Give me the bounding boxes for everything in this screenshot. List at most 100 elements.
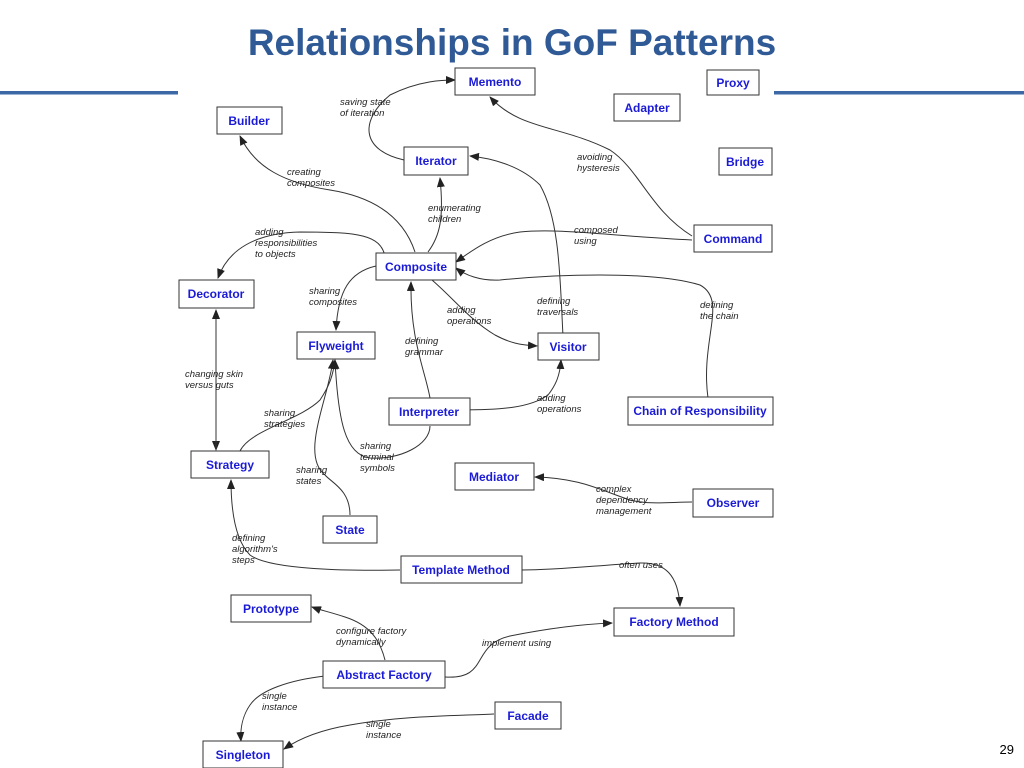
- node-singleton: Singleton: [202, 740, 284, 768]
- label-implement-using: implement using: [482, 638, 552, 649]
- node-facade: Facade: [494, 701, 562, 730]
- svg-text:Observer: Observer: [707, 496, 760, 510]
- edge-command-memento: [489, 96, 693, 237]
- node-composite: Composite: [375, 252, 457, 281]
- node-adapter: Adapter: [613, 93, 681, 122]
- node-prototype: Prototype: [230, 594, 312, 623]
- svg-text:Facade: Facade: [507, 709, 549, 723]
- node-builder: Builder: [216, 106, 283, 135]
- svg-text:Chain of Responsibility: Chain of Responsibility: [633, 404, 767, 418]
- edge-composite-builder: [239, 135, 416, 253]
- edge-strategy-flyweight: [239, 359, 338, 452]
- page-title: Relationships in GoF Patterns: [247, 22, 777, 63]
- edge-abstract-factory-method: [444, 619, 613, 678]
- node-template-method: Template Method: [400, 555, 523, 584]
- edge-composite-visitor: [431, 279, 538, 350]
- edge-composite-iterator: [427, 177, 445, 253]
- node-iterator: Iterator: [403, 146, 469, 176]
- svg-text:Singleton: Singleton: [216, 748, 271, 762]
- node-flyweight: Flyweight: [296, 331, 376, 360]
- node-interpreter: Interpreter: [388, 397, 471, 426]
- node-memento: Memento: [454, 67, 536, 96]
- node-proxy: Proxy: [706, 69, 760, 96]
- edge-composite-flyweight: [332, 265, 377, 331]
- edge-chain-composite: [455, 267, 714, 399]
- svg-text:Mediator: Mediator: [469, 470, 519, 484]
- edge-interpreter-composite: [406, 281, 431, 399]
- node-strategy: Strategy: [190, 450, 270, 479]
- svg-text:Iterator: Iterator: [415, 154, 457, 168]
- edge-interpreter-flyweight: [331, 359, 431, 459]
- svg-text:Interpreter: Interpreter: [399, 405, 459, 419]
- edges: [212, 76, 714, 750]
- label-often-uses: often uses: [619, 560, 663, 571]
- svg-text:Memento: Memento: [469, 75, 522, 89]
- svg-text:State: State: [335, 523, 365, 537]
- pattern-nodes: Memento Proxy Adapter Builder Iterator B…: [178, 67, 774, 768]
- node-chain-of-responsibility: Chain of Responsibility: [627, 396, 774, 426]
- node-decorator: Decorator: [178, 279, 255, 309]
- title-rule-right: [774, 91, 1024, 95]
- svg-text:Command: Command: [704, 232, 763, 246]
- node-factory-method: Factory Method: [613, 607, 735, 637]
- node-visitor: Visitor: [537, 332, 600, 361]
- edge-facade-singleton: [283, 713, 495, 750]
- svg-text:Composite: Composite: [385, 260, 447, 274]
- svg-text:Proxy: Proxy: [716, 76, 750, 90]
- svg-text:Factory Method: Factory Method: [629, 615, 718, 629]
- node-observer: Observer: [692, 488, 774, 518]
- node-state: State: [322, 515, 378, 544]
- svg-text:Template Method: Template Method: [412, 563, 510, 577]
- edge-iterator-memento: [368, 76, 456, 161]
- node-command: Command: [693, 224, 773, 253]
- node-bridge: Bridge: [718, 147, 773, 176]
- node-mediator: Mediator: [454, 462, 535, 491]
- svg-text:Flyweight: Flyweight: [308, 339, 363, 353]
- svg-text:Adapter: Adapter: [624, 101, 670, 115]
- edge-template-factory: [521, 562, 684, 607]
- page-number: 29: [999, 742, 1014, 757]
- title-rule-left: [0, 91, 178, 95]
- svg-text:Abstract Factory: Abstract Factory: [336, 668, 432, 682]
- svg-text:Strategy: Strategy: [206, 458, 254, 472]
- edge-abstract-singleton: [236, 675, 326, 742]
- edge-abstract-prototype: [311, 606, 386, 661]
- edge-command-composite: [455, 230, 693, 263]
- svg-text:Decorator: Decorator: [188, 287, 245, 301]
- edge-state-flyweight: [314, 359, 351, 516]
- edge-visitor-iterator: [469, 152, 564, 337]
- svg-text:Visitor: Visitor: [549, 340, 586, 354]
- edge-interpreter-visitor: [459, 359, 565, 411]
- edge-composite-decorator: [217, 231, 386, 279]
- svg-text:Prototype: Prototype: [243, 602, 299, 616]
- svg-text:Bridge: Bridge: [726, 155, 764, 169]
- edge-template-strategy: [227, 479, 401, 571]
- node-abstract-factory: Abstract Factory: [322, 660, 446, 689]
- svg-text:Builder: Builder: [228, 114, 270, 128]
- edge-observer-mediator: [534, 473, 693, 504]
